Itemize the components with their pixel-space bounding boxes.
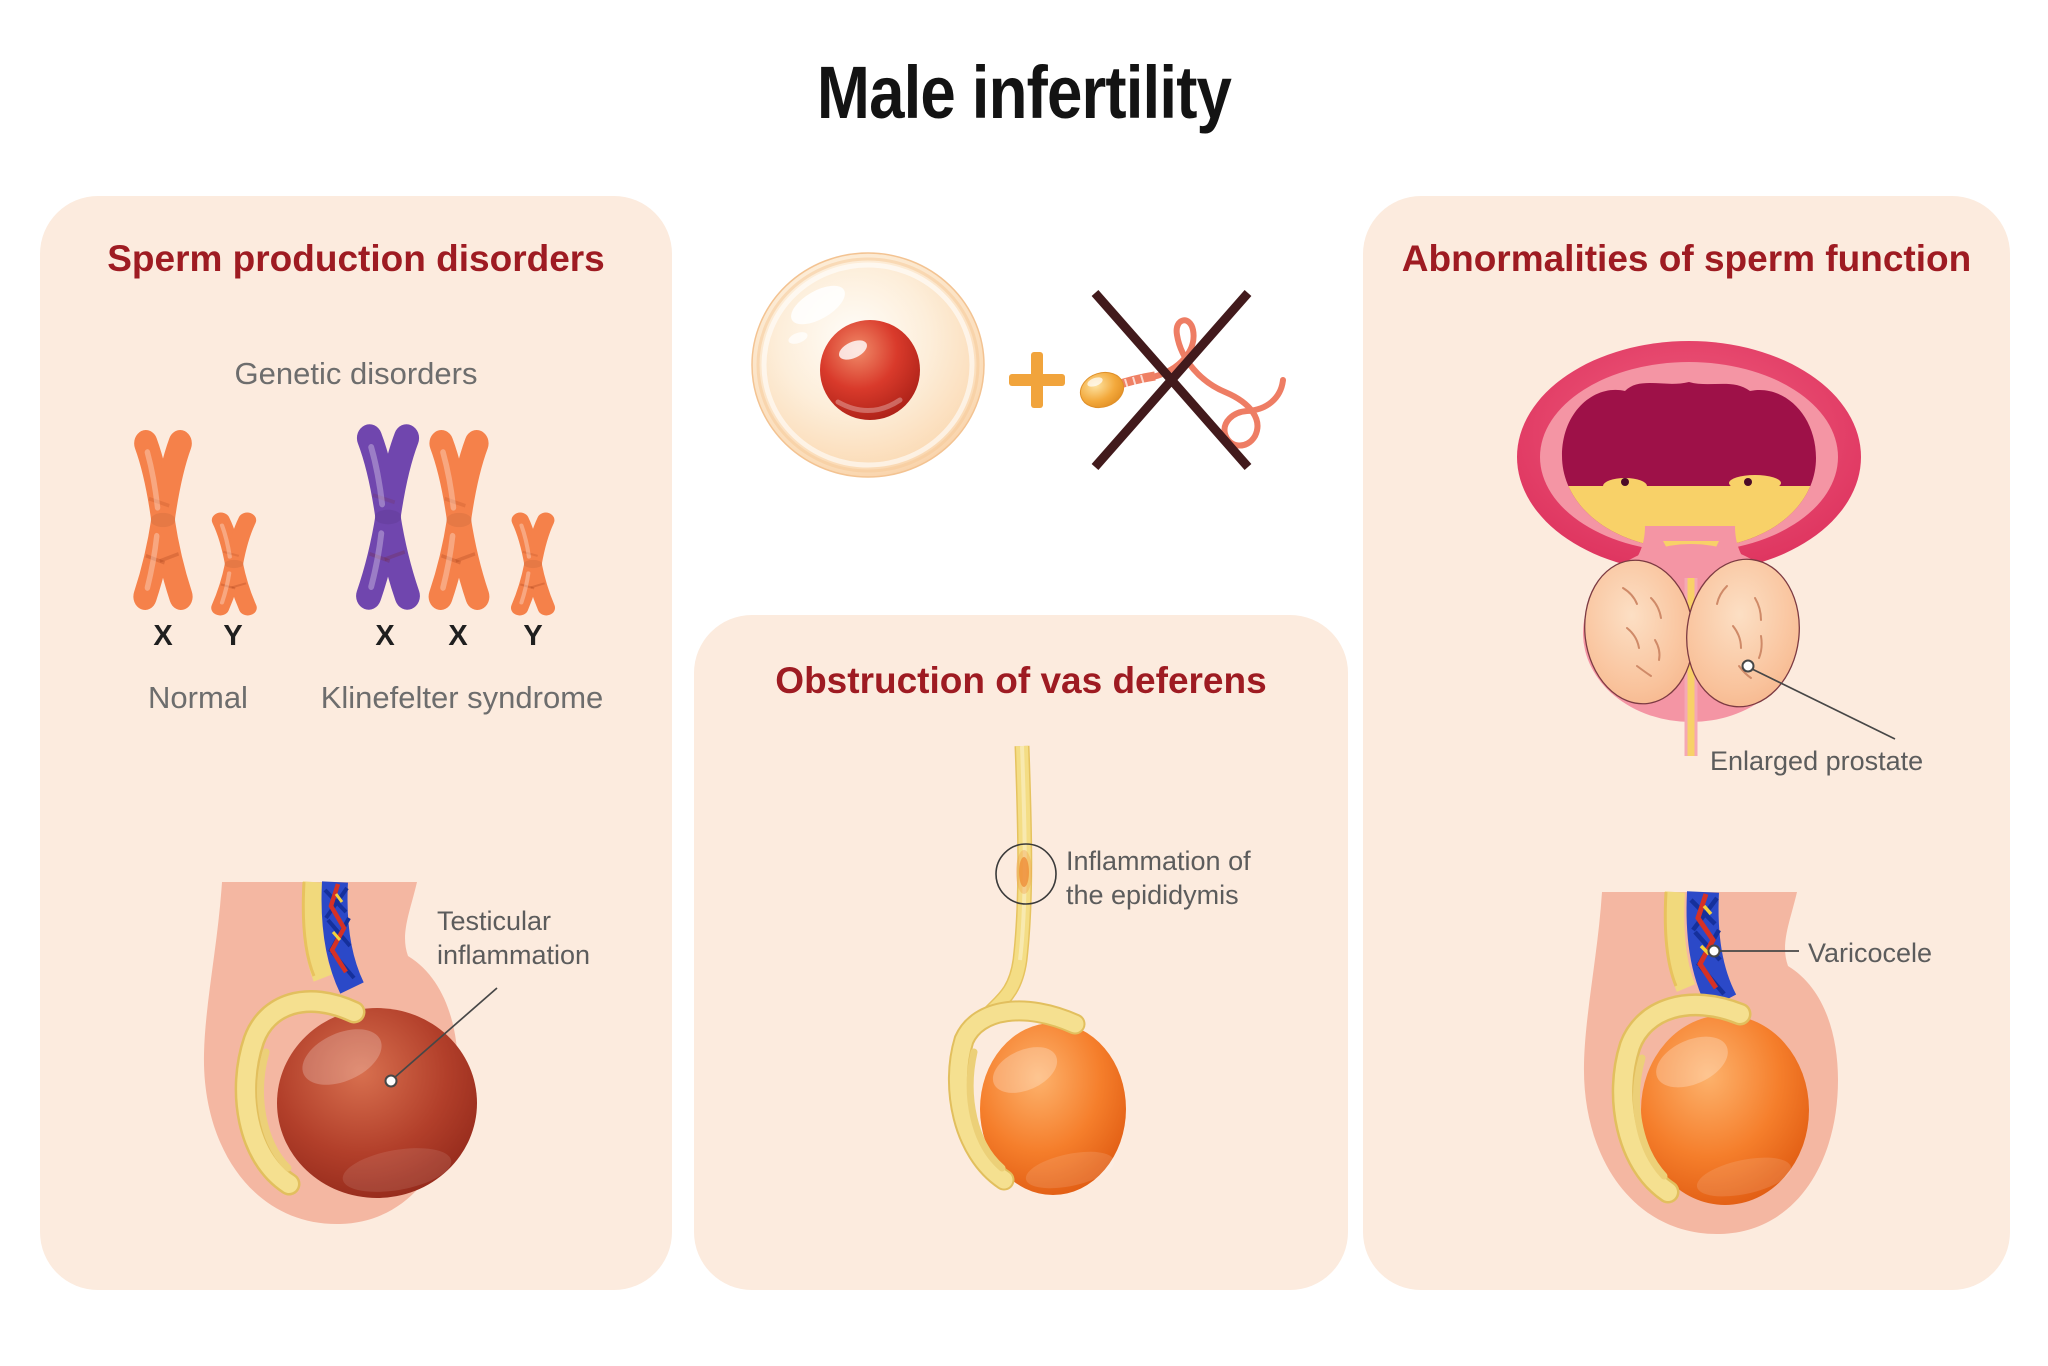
annotation-testicular-inflammation: Testicular inflammation	[437, 906, 591, 970]
chromosome-x-purple-icon	[346, 416, 430, 618]
karyotype-letter: X	[375, 620, 395, 652]
caption-normal: Normal	[148, 680, 248, 715]
chromosome-x-normal-icon	[124, 422, 202, 618]
chromosome-x-orange-icon	[419, 422, 499, 618]
karyotype-letter: Y	[223, 620, 243, 652]
chromosome-y-klinefelter-icon	[504, 508, 562, 620]
annotation-varicocele: Varicocele	[1808, 938, 1933, 968]
panel-title-abnormalities: Abnormalities of sperm function	[1401, 238, 1972, 279]
panel-sperm-production-disorders: Sperm production disorders Genetic disor…	[40, 196, 672, 1290]
karyotype-letter: X	[448, 620, 468, 652]
panel-abnormalities-sperm-function: Abnormalities of sperm function	[1363, 196, 2010, 1290]
varicocele-illustration	[1583, 891, 1838, 1235]
caption-klinefelter: Klinefelter syndrome	[320, 680, 604, 715]
chromosome-y-normal-icon	[204, 508, 264, 620]
cross-out-x-icon	[1091, 290, 1252, 470]
panel-obstruction-vas-deferens: Obstruction of vas deferens Inflammation…	[694, 615, 1348, 1290]
subtitle-genetic-disorders: Genetic disorders	[234, 356, 478, 391]
plus-icon	[1009, 352, 1065, 408]
page-title: Male infertility	[816, 51, 1232, 134]
egg-cell-icon	[751, 252, 985, 478]
panel-title-sperm-production: Sperm production disorders	[107, 238, 605, 279]
enlarged-prostate-illustration	[1517, 341, 1861, 756]
crossed-out-sperm-icon	[1079, 290, 1286, 470]
panel-title-obstruction: Obstruction of vas deferens	[775, 660, 1267, 701]
annotation-epididymis-inflammation: Inflammation of the epididymis	[1066, 846, 1251, 910]
inflammation-circle-marker	[995, 843, 1057, 905]
vas-deferens-obstruction-illustration	[948, 745, 1126, 1195]
karyotype-letter: Y	[523, 620, 543, 652]
karyotype-letter: X	[153, 620, 173, 652]
annotation-enlarged-prostate: Enlarged prostate	[1710, 746, 1924, 776]
